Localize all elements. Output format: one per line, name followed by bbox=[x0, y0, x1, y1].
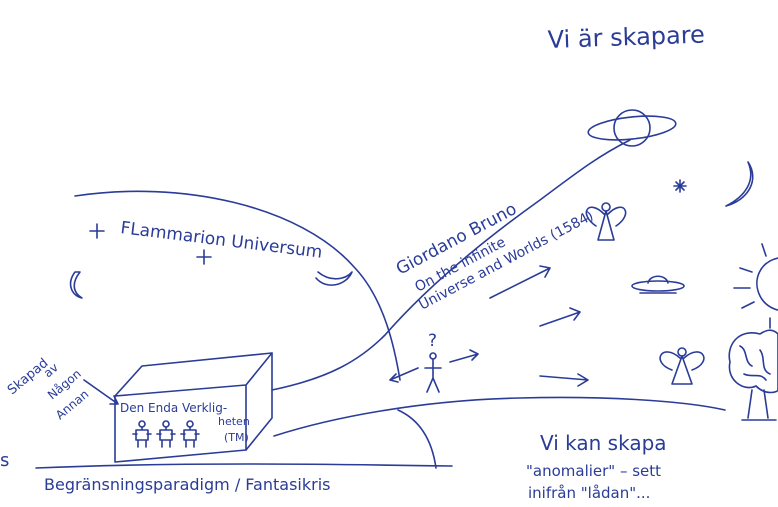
sun-icon bbox=[733, 243, 778, 329]
bottom-right-line3: inifrån "lådan"... bbox=[528, 484, 650, 502]
bruno-curve bbox=[271, 139, 631, 391]
bottom-right-line2: "anomalier" – sett bbox=[526, 462, 661, 480]
arrow-middle bbox=[539, 307, 581, 327]
arrow-upper bbox=[489, 265, 551, 299]
box-label-line2: heten bbox=[218, 415, 250, 428]
box-label-line1: Den Enda Verklig- bbox=[120, 401, 227, 415]
person-figure bbox=[424, 352, 442, 393]
star-icon bbox=[196, 249, 212, 265]
star-icon bbox=[89, 223, 105, 239]
arrow-right bbox=[449, 349, 479, 363]
question-mark: ? bbox=[428, 331, 437, 351]
arrow-lower bbox=[539, 373, 589, 387]
flammarion-label: FLammarion Universum bbox=[119, 218, 323, 263]
box-label-line3: (TM) bbox=[224, 431, 249, 444]
arrow-to-box bbox=[83, 379, 119, 405]
angel-icon bbox=[585, 202, 627, 241]
title-text: Vi är skapare bbox=[547, 21, 705, 54]
box-figures bbox=[132, 420, 200, 448]
flammarion-arc bbox=[74, 190, 401, 381]
inner-arc bbox=[397, 409, 437, 469]
arrow-left bbox=[389, 367, 419, 383]
planet-icon bbox=[587, 109, 677, 147]
bottom-left-text: Begränsningsparadigm / Fantasikris bbox=[44, 475, 330, 494]
angel-icon bbox=[659, 347, 705, 385]
tree-icon bbox=[728, 329, 778, 421]
reality-box bbox=[114, 352, 273, 463]
moon-icon bbox=[69, 271, 83, 299]
edge-letter: s bbox=[0, 450, 9, 471]
moon-icon bbox=[725, 161, 754, 207]
star-icon bbox=[673, 179, 687, 193]
ufo-icon bbox=[631, 275, 685, 294]
moon-icon bbox=[315, 271, 353, 286]
bottom-right-line1: Vi kan skapa bbox=[540, 431, 667, 455]
ground-curve bbox=[273, 396, 726, 437]
bottom-underline bbox=[35, 463, 453, 469]
